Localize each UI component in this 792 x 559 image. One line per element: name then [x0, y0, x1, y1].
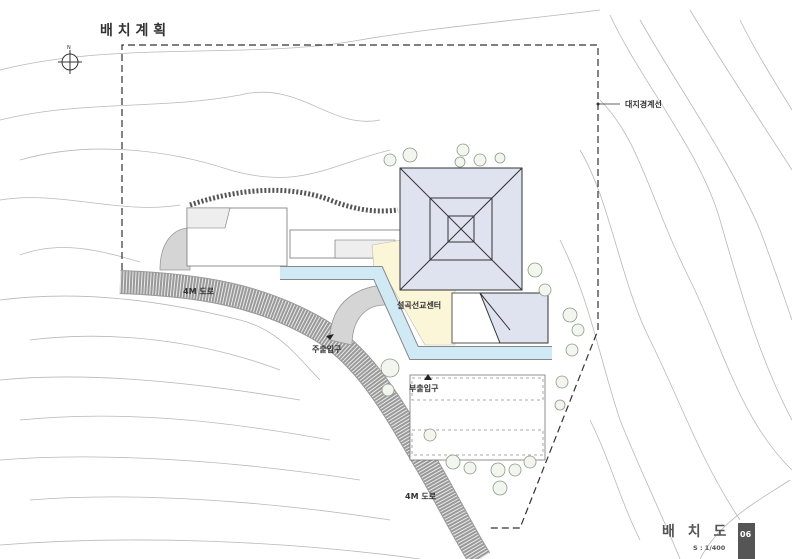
contour-lines [0, 9, 792, 559]
main-entrance-label: 주출입구 [312, 344, 342, 354]
trees [380, 143, 585, 496]
truss-canopy [189, 187, 399, 214]
main-building-roof [399, 167, 523, 291]
sub-entrance-label: 부출입구 [409, 383, 439, 393]
building-name-label: 설곡선교센터 [397, 300, 441, 310]
site-boundary-label: 대지경계선 [625, 99, 662, 109]
drawing-scale: S : 1/400 [693, 544, 726, 552]
sub-entrance-marker [424, 374, 432, 380]
parking-lot [409, 374, 546, 461]
sheet-tab [738, 523, 755, 559]
road-label-lower: 4M 도로 [405, 492, 437, 501]
annex-roof [451, 292, 549, 344]
road-label-upper: 4M 도로 [183, 287, 215, 296]
ramp-left [159, 227, 191, 271]
sheet-number: 06 [740, 530, 752, 539]
drawing-title: 배 치 도 [662, 524, 730, 540]
site-boundary-line [121, 44, 599, 529]
north-arrow-icon: N [58, 45, 82, 74]
page-title: 배 치 계 획 [100, 22, 166, 39]
svg-text:N: N [67, 45, 71, 51]
main-entrance-marker [326, 334, 334, 340]
